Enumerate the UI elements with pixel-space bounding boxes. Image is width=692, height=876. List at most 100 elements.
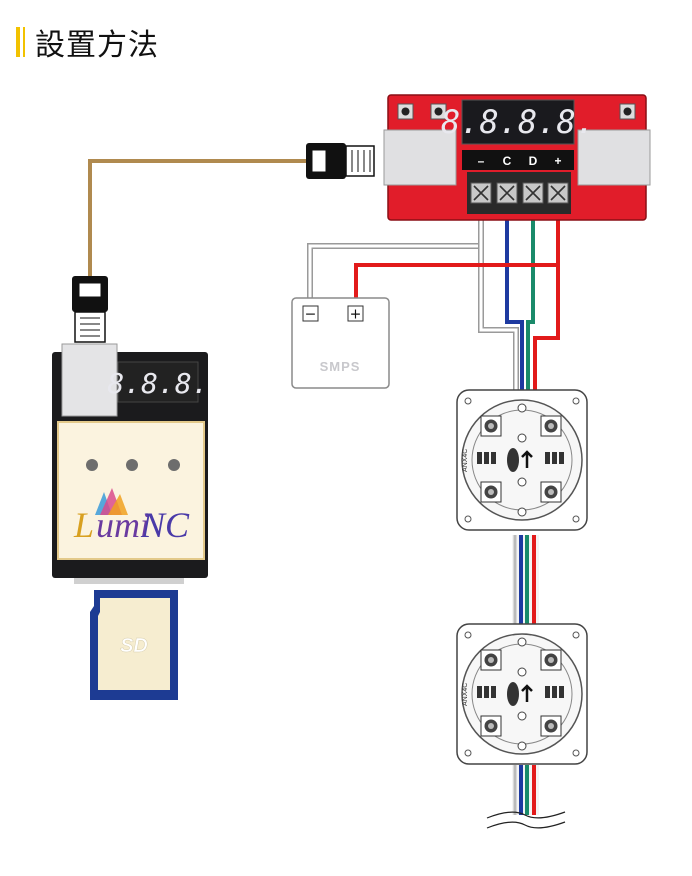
page-heading: 設置方法 (16, 22, 159, 63)
chip-2-3 (559, 452, 564, 464)
screw-2 (517, 507, 527, 517)
sd-card-label-area (98, 598, 170, 690)
player-led-1 (86, 459, 98, 471)
rj45-plug-controller-latch (311, 149, 327, 173)
smps-label: SMPS (320, 359, 361, 374)
page-title: 設置方法 (35, 28, 159, 63)
rj45-plug-player (72, 276, 108, 343)
terminal-screws (470, 182, 569, 204)
screw-data-slot (525, 185, 541, 201)
rj45-plug-controller (306, 143, 375, 179)
player-display (117, 361, 199, 403)
chip-2-2 (552, 686, 557, 698)
player-led-2 (126, 459, 138, 471)
chip-1-1 (477, 686, 482, 698)
led-core-3 (488, 489, 494, 495)
chip-1-3 (491, 686, 496, 698)
pixel-module-2: ANX4C (456, 623, 588, 765)
controller-button-3-knob (623, 107, 632, 116)
screw-1 (517, 403, 527, 413)
smps-plus-sign: + (350, 307, 362, 323)
anx-badge (507, 448, 519, 472)
player-ethernet-port (61, 343, 118, 417)
mount-hole-1 (464, 631, 472, 639)
rj45-plug-player-latch (78, 282, 102, 298)
mount-hole-4 (572, 749, 580, 757)
smps: − + SMPS (291, 297, 390, 389)
screw-plus-slot (550, 185, 566, 201)
logo-letter-l: L (73, 505, 94, 545)
logo-letters-umi: umi (96, 505, 150, 545)
direction-arrow (521, 684, 533, 702)
controller-right-port (577, 129, 651, 186)
cut-mark-bottom (486, 821, 566, 829)
controller: 8.8.8.8. – C D + (383, 94, 651, 221)
minus-wire (479, 195, 518, 395)
module-label: ANX4C (462, 683, 469, 706)
chip-2-1 (545, 452, 550, 464)
rj45-plug-controller-head (345, 145, 375, 177)
smps-minus-terminal (302, 305, 319, 322)
led-core-4 (548, 723, 554, 729)
player-sd-slot (74, 578, 184, 584)
heading-accent-bar (16, 27, 20, 57)
controller-button-2-knob (434, 107, 443, 116)
sd-card-logo: SD (120, 635, 148, 657)
screw-3 (517, 433, 527, 443)
led-core-2 (548, 423, 554, 429)
led-core-4 (548, 489, 554, 495)
led-core-1 (488, 657, 494, 663)
terminal-label-clock: C (503, 154, 512, 168)
controller-button-1-knob (401, 107, 410, 116)
cut-mark-top (486, 811, 566, 819)
heading-accent-bar-thin (23, 27, 25, 57)
controller-display (461, 99, 575, 145)
screw-1 (517, 637, 527, 647)
signal-wires (307, 195, 560, 395)
smps-plus-terminal (347, 305, 364, 322)
screw-2 (517, 741, 527, 751)
mount-hole-4 (572, 515, 580, 523)
plus-wire (533, 195, 560, 395)
chip-1-2 (484, 686, 489, 698)
led-core-1 (488, 423, 494, 429)
player: 8.8.8. L umi NC (52, 343, 209, 584)
mount-hole-1 (464, 397, 472, 405)
chip-2-1 (545, 686, 550, 698)
controller-label-strip (462, 150, 574, 170)
module-label: ANX4C (462, 449, 469, 472)
led-core-2 (548, 657, 554, 663)
mount-hole-3 (464, 749, 472, 757)
smps-minus-sign: − (305, 307, 317, 323)
mount-hole-2 (572, 397, 580, 405)
anx-badge (507, 682, 519, 706)
player-display-text: 8.8.8. (107, 367, 208, 400)
inter-module-wires (486, 535, 566, 829)
player-front-panel (57, 421, 205, 560)
led-core-3 (488, 723, 494, 729)
data-wire (526, 195, 535, 395)
logo-letters-nc: NC (140, 505, 190, 545)
chip-1-2 (484, 452, 489, 464)
direction-arrow (521, 450, 533, 468)
mount-hole-2 (572, 631, 580, 639)
chip-2-3 (559, 686, 564, 698)
screw-3 (517, 667, 527, 677)
screw-4 (517, 711, 527, 721)
luminc-logo: L umi NC (73, 488, 190, 545)
terminal-label-plus: + (554, 154, 561, 168)
clock-wire (505, 195, 524, 395)
chip-1-1 (477, 452, 482, 464)
controller-left-port (383, 129, 457, 186)
controller-display-text: 8.8.8.8. (441, 103, 595, 141)
ethernet-cable (88, 159, 318, 278)
terminal-label-data: D (529, 154, 538, 168)
terminal-label-minus: – (478, 154, 485, 168)
mount-hole-3 (464, 515, 472, 523)
player-led-3 (168, 459, 180, 471)
chip-2-2 (552, 452, 557, 464)
minus-wire-outline (478, 195, 519, 395)
logo-swoosh-orange (108, 494, 128, 515)
chip-1-3 (491, 452, 496, 464)
